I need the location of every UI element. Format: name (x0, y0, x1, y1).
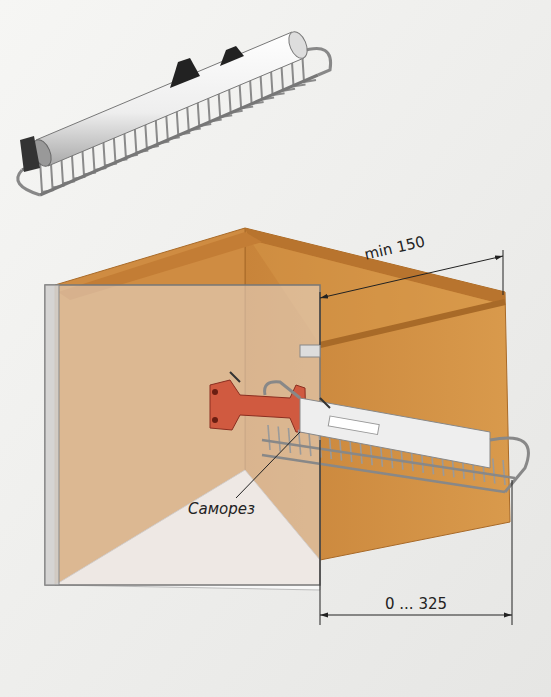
dimension-lines (236, 250, 512, 625)
pull-out-rack (210, 372, 528, 492)
tie-rack-picture (18, 29, 331, 195)
dimension-label: 0 ... 325 (385, 597, 447, 612)
part-label: Саморез (188, 502, 255, 517)
cabinet (45, 228, 510, 590)
